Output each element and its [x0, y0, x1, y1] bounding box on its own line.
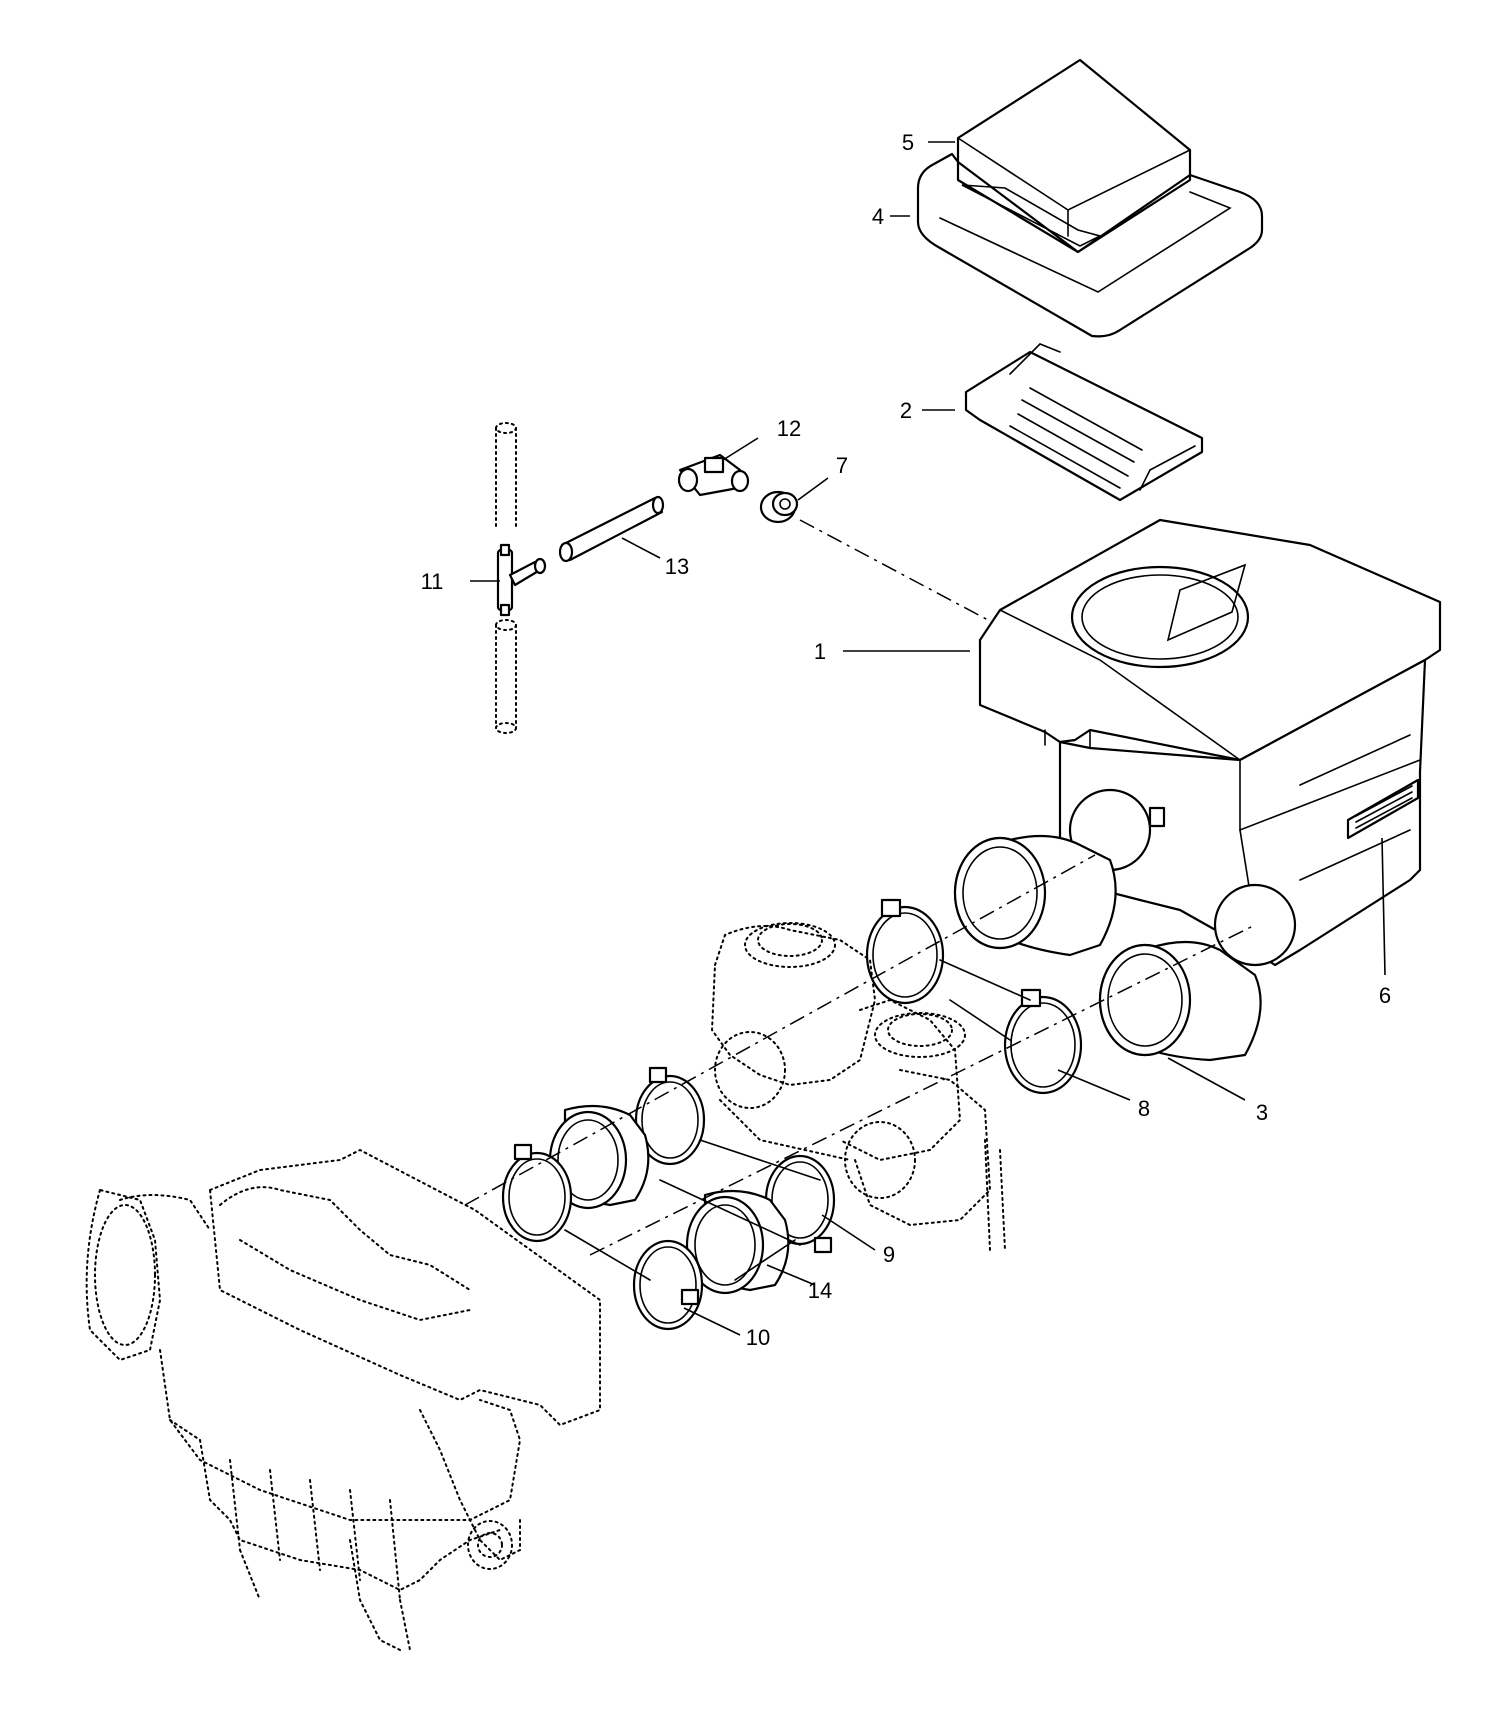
callout-5: 5: [902, 130, 914, 155]
engine-phantom: [85, 1148, 601, 1651]
callout-10: 10: [746, 1325, 770, 1350]
leader-lines: [470, 141, 1386, 1336]
phantom-hose-upper: [495, 422, 517, 531]
callout-7: 7: [836, 453, 848, 478]
part-2-baffle-plate: [964, 343, 1204, 502]
callout-8: 8: [1138, 1096, 1150, 1121]
callout-11: 11: [421, 569, 444, 594]
callout-4: 4: [872, 204, 884, 229]
part-1-air-silencer-housing: [978, 518, 1442, 967]
callout-6: 6: [1379, 983, 1391, 1008]
part-7-grommet: [759, 490, 799, 524]
callout-14: 14: [808, 1278, 832, 1303]
phantom-hose-lower: [495, 619, 517, 734]
callout-3: 3: [1256, 1100, 1268, 1125]
callout-2: 2: [900, 398, 912, 423]
part-8-clamp: [865, 898, 1083, 1095]
callout-labels: 1 2 3 4 5 6 7 8 9 10 11 12 13 14: [421, 130, 1392, 1350]
part-3-rubber-adaptor: [953, 834, 1262, 1062]
callout-9: 9: [883, 1242, 895, 1267]
callout-13: 13: [665, 554, 689, 579]
assembly-centerlines: [464, 519, 1256, 1281]
callout-12: 12: [777, 416, 801, 441]
part-11-tee-fitting: [496, 543, 547, 617]
part-4-filter-frame: [916, 152, 1264, 338]
part-13-hose: [558, 495, 665, 563]
part-12-elbow-fitting: [677, 453, 750, 497]
part-6-decal: [1346, 778, 1420, 840]
callout-1: 1: [814, 639, 826, 664]
carburetor-phantom: [710, 922, 1006, 1251]
